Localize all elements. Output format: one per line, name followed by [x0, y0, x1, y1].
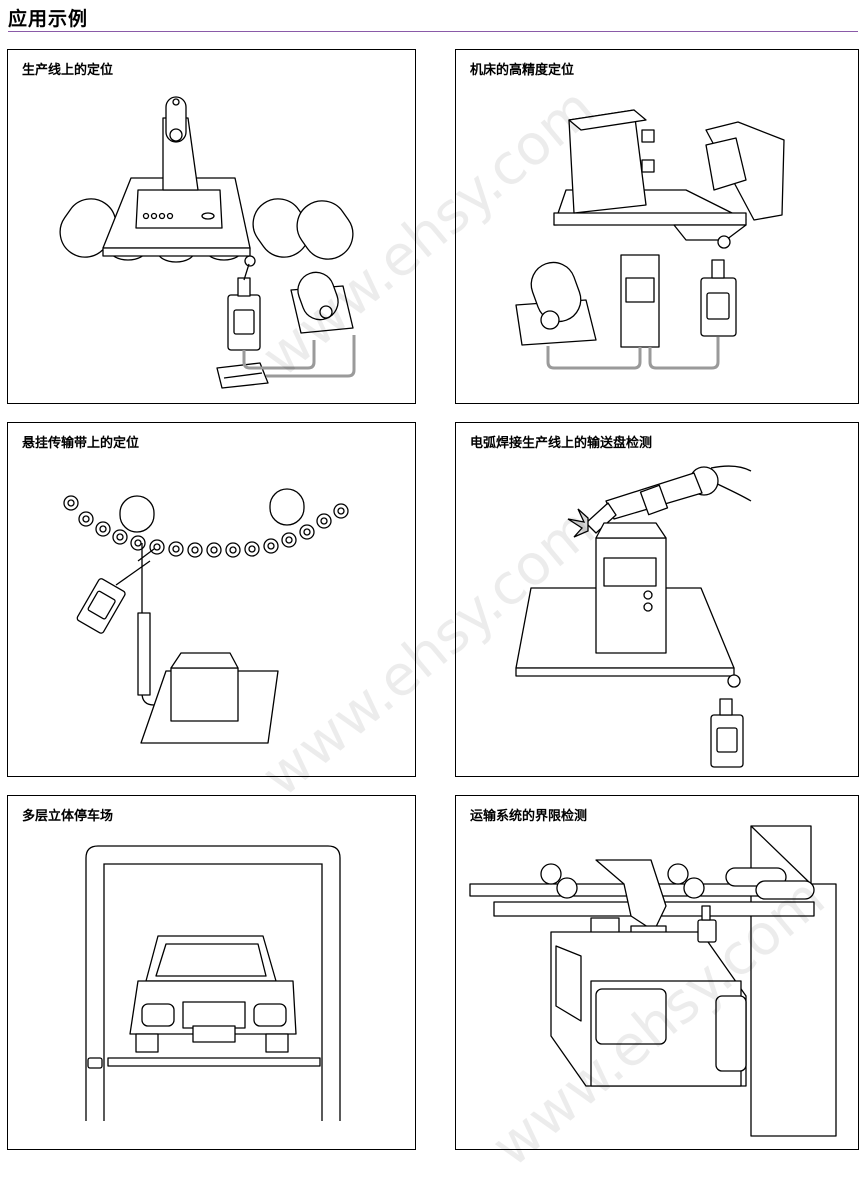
panel-title: 电弧焊接生产线上的输送盘检测: [470, 436, 653, 451]
chain-icon: [63, 495, 349, 558]
panel-title: 悬挂传输带上的定位: [22, 436, 140, 451]
limit-switch-icon: [700, 235, 737, 337]
panel-arc-welding: 电弧焊接生产线上的输送盘检测: [455, 422, 859, 777]
overhead-conveyor-illustration: [63, 488, 349, 744]
limit-switch-icon: [76, 578, 126, 634]
limit-switch-icon: [87, 1057, 103, 1069]
arc-welding-illustration: [515, 465, 752, 768]
page-title: 应用示例: [8, 8, 89, 30]
title-divider: [8, 31, 858, 32]
panel-parking: 多层立体停车场: [7, 795, 416, 1150]
limit-switch-icon: [227, 255, 261, 351]
panel-machine-tool: 机床的高精度定位: [455, 49, 859, 404]
panel-title: 多层立体停车场: [22, 809, 114, 824]
limit-switch-icon: [710, 674, 744, 768]
panel-title: 生产线上的定位: [22, 63, 114, 78]
panel-transport-boundary: 运输系统的界限检测: [455, 795, 859, 1150]
parking-illustration: [85, 845, 341, 1121]
limit-switch-icon: [697, 905, 717, 943]
panel-production-line: 生产线上的定位: [7, 49, 416, 404]
panel-title: 运输系统的界限检测: [470, 809, 588, 824]
transport-system-illustration: [469, 825, 837, 1137]
production-line-illustration: [59, 96, 356, 389]
spark-icon: [567, 508, 589, 538]
panel-overhead-conveyor: 悬挂传输带上的定位: [7, 422, 416, 777]
machine-tool-illustration: [515, 109, 785, 370]
panel-title: 机床的高精度定位: [470, 63, 575, 78]
